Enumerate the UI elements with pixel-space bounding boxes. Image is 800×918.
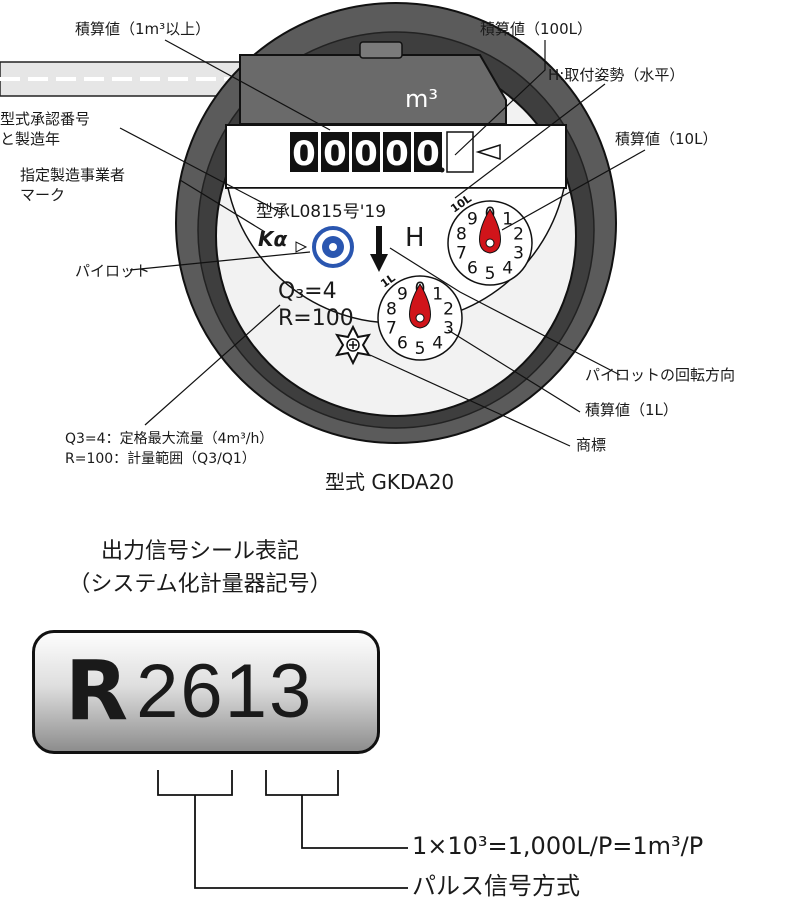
dial-1l: 01234567891L	[377, 271, 463, 361]
callout-orientation: H:取付姿勢（水平）	[548, 66, 685, 84]
callout-pilot-rotation: パイロットの回転方向	[585, 366, 736, 384]
callout-approval-line2: と製造年	[0, 130, 61, 148]
odometer-cell	[321, 132, 349, 172]
odometer-digit: 0	[354, 134, 378, 174]
callout-pilot: パイロット	[75, 262, 151, 280]
callout-trademark: 商標	[576, 436, 607, 454]
pilot-indicator	[295, 226, 354, 268]
trademark-icon	[335, 324, 371, 366]
maker-logo: Kα	[258, 227, 288, 251]
dial-hub	[415, 313, 425, 323]
odometer-red-box	[446, 131, 474, 173]
seal-title-line2: （システム化計量器記号）	[68, 572, 332, 597]
odometer: 000000	[290, 132, 471, 174]
callout-maker-line2: マーク	[20, 186, 66, 204]
output-signal-seal: R 2613	[32, 630, 380, 754]
dial-number: 9	[397, 285, 408, 305]
dial-number: 8	[386, 300, 397, 320]
callout-total-100l: 積算値（100L）	[480, 20, 592, 38]
dial-number: 6	[397, 333, 408, 353]
dial-number: 7	[386, 318, 397, 338]
callout-q3-note: Q3=4：定格最大流量（4m³/h）	[65, 431, 274, 447]
dial-number: 1	[432, 285, 443, 305]
dial-number: 5	[415, 339, 426, 359]
dial-number: 5	[485, 264, 496, 284]
dial-number: 6	[467, 258, 478, 278]
dial-pointer	[409, 283, 431, 329]
dial-number: 7	[456, 243, 467, 263]
callout-approval-line1: 型式承認番号	[0, 110, 91, 128]
pulse-method-label: パルス信号方式	[412, 872, 580, 900]
seal-letter: R	[65, 644, 129, 739]
odometer-index-arrow	[475, 143, 501, 161]
seal-code: 2613	[136, 649, 314, 734]
dial-number: 1	[502, 210, 513, 230]
callout-total-1m3: 積算値（1m³以上）	[75, 20, 211, 38]
dial-hub	[485, 238, 495, 248]
orientation-letter: H	[405, 223, 425, 253]
odometer-cell	[352, 132, 380, 172]
lid-hinge	[359, 41, 403, 59]
r-value: R=100	[278, 306, 354, 331]
callout-total-10l: 積算値（10L）	[615, 130, 718, 148]
model-label: 型式 GKDA20	[325, 470, 455, 494]
odometer-cell	[290, 132, 318, 172]
dial-number: 8	[456, 225, 467, 245]
dial-number: 4	[502, 258, 513, 278]
dial-number: 9	[467, 210, 478, 230]
bracket-lines	[157, 770, 408, 889]
unit-label: m³	[405, 85, 438, 113]
odometer-cell	[383, 132, 411, 172]
dial-number: 2	[443, 300, 454, 320]
callout-total-1l: 積算値（1L）	[585, 401, 678, 419]
odometer-digit: 0	[416, 134, 440, 174]
odometer-digit: 0	[323, 134, 347, 174]
approval-code: 型承L0815号'19	[256, 202, 387, 222]
dial-number: 2	[513, 225, 524, 245]
callout-maker-line1: 指定製造事業者	[20, 166, 126, 184]
dial-number: 4	[432, 333, 443, 353]
decimal-point	[439, 167, 445, 173]
flow-direction-arrow	[370, 226, 388, 272]
odometer-cell	[414, 132, 442, 172]
odometer-digit: 0	[385, 134, 409, 174]
dial-number: 3	[443, 318, 454, 338]
dial-pointer	[479, 208, 501, 254]
dial-number: 3	[513, 243, 524, 263]
meter-lid	[239, 54, 507, 125]
seal-title-line1: 出力信号シール表記	[100, 539, 299, 564]
q3-value: Q₃=4	[278, 279, 337, 304]
odometer-digit: 0	[292, 134, 316, 174]
pulse-value-label: 1×10³=1,000L/P=1m³/P	[412, 832, 704, 860]
callout-leader-lines	[119, 39, 646, 447]
callout-r-note: R=100：計量範囲（Q3/Q1）	[65, 451, 256, 467]
